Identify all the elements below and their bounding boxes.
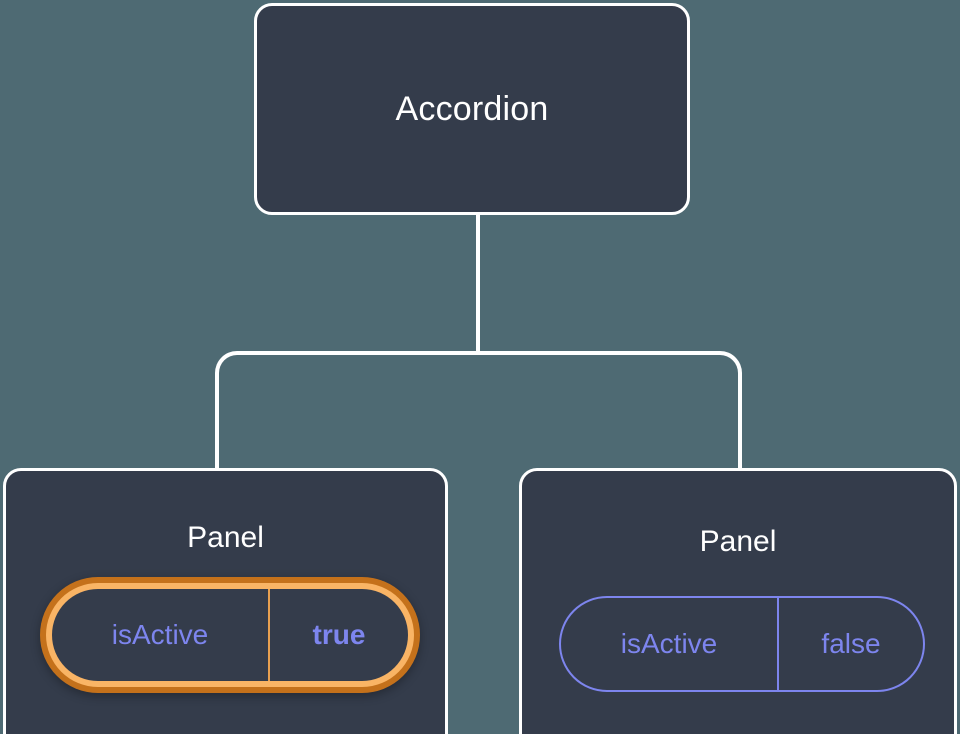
prop-pill-isactive-true[interactable]: isActive true bbox=[40, 577, 420, 693]
edge-branch-bar bbox=[215, 351, 742, 471]
node-panel-right-title: Panel bbox=[699, 525, 777, 558]
prop-key-label: isActive bbox=[111, 619, 209, 650]
node-panel-left-title: Panel bbox=[187, 521, 264, 554]
prop-value-label: false bbox=[777, 598, 923, 690]
prop-key-label: isActive bbox=[620, 628, 718, 659]
node-accordion[interactable]: Accordion bbox=[254, 3, 690, 215]
node-accordion-title: Accordion bbox=[395, 89, 549, 128]
node-panel-left[interactable]: Panel isActive true bbox=[3, 468, 448, 734]
prop-pill-inner-ring: isActive true bbox=[46, 583, 414, 687]
prop-pill-body: isActive true bbox=[52, 589, 408, 681]
node-panel-right[interactable]: Panel isActive false bbox=[519, 468, 957, 734]
edge-root-stem bbox=[476, 212, 480, 353]
prop-pill-isactive-false[interactable]: isActive false bbox=[559, 596, 925, 692]
prop-value-label: true bbox=[268, 589, 408, 681]
